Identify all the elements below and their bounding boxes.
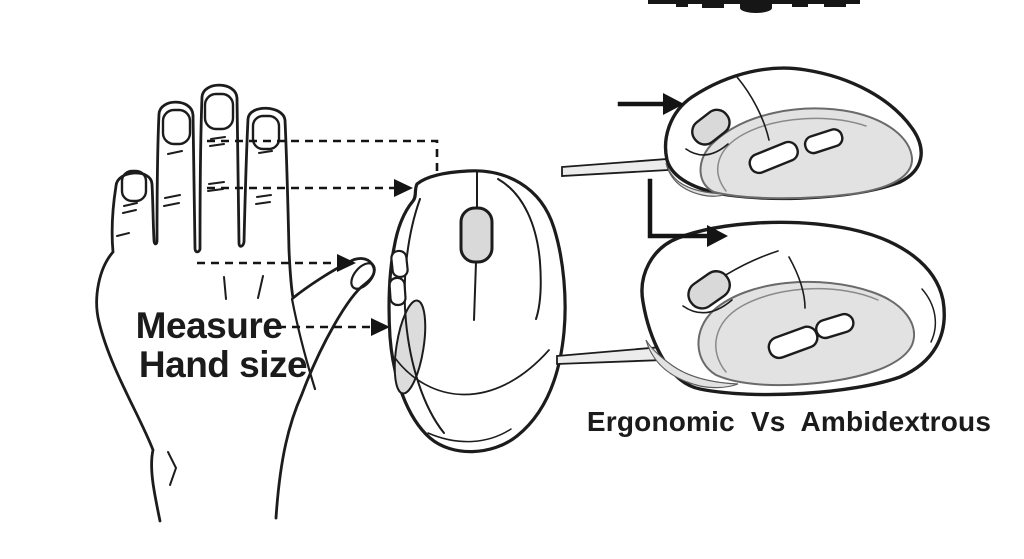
cropped-text-remnant (648, 0, 860, 13)
mouse-ergonomic (561, 66, 923, 200)
mouse-cable-bottom (556, 346, 666, 365)
thumb-nail (350, 262, 376, 290)
mouse-cable-top (561, 158, 669, 177)
measurement-guides (197, 139, 439, 383)
elbow-right-arrow-shaft (647, 178, 711, 239)
mouse-top-body (387, 169, 567, 454)
side-button-2 (388, 276, 407, 307)
ambidextrous-wheel-notch (682, 299, 733, 314)
measure-label-line2: Hand size (139, 344, 307, 385)
ambidextrous-back-seam (921, 288, 937, 343)
ambidextrous-side-button-2 (815, 312, 855, 340)
measure-arrowhead-3 (337, 254, 356, 272)
text-labels: Measure Hand size Ergonomic Vs Ambidextr… (136, 305, 991, 437)
wrist-crease-line (167, 451, 178, 486)
ambidextrous-panel-seam (715, 287, 879, 373)
ergonomic-scroll-wheel (691, 108, 731, 146)
right-button-seam (497, 178, 542, 320)
scroll-wheel (459, 206, 494, 264)
ring-nail (161, 108, 192, 146)
ergonomic-button-seam (736, 76, 770, 141)
comparison-label: Ergonomic Vs Ambidextrous (587, 406, 991, 437)
center-seam (473, 171, 478, 321)
mouse-ambidextrous (556, 220, 946, 397)
ambidextrous-scroll-wheel (687, 270, 731, 310)
ergonomic-side-button-2 (803, 128, 844, 155)
solid-right-arrow-head (663, 93, 684, 115)
cropped-bar (648, 0, 860, 13)
hand (95, 83, 376, 523)
measure-arrowhead-4 (371, 318, 390, 336)
knuckle-lines (116, 136, 273, 300)
pinky-nail (120, 169, 148, 203)
measure-corner-dashed-line (207, 139, 439, 383)
bottom-seam (427, 428, 512, 443)
thumb-crease-line (290, 297, 317, 391)
measure-label-line1: Measure (136, 305, 283, 346)
pointer-arrows (617, 93, 728, 247)
elbow-right-arrow-head (707, 225, 728, 247)
measure-arrowhead-2 (394, 179, 413, 197)
side-button-1 (390, 249, 409, 279)
left-grip-seam (403, 198, 445, 434)
ambidextrous-front-lip (645, 339, 739, 389)
ergonomic-side-button-1 (748, 140, 799, 175)
palm-rest-seam (394, 349, 550, 396)
mouse-top-view (387, 169, 567, 454)
index-nail (251, 114, 281, 151)
hand-outline (95, 83, 376, 523)
middle-nail (203, 92, 235, 131)
ergonomic-wheel-notch (685, 143, 729, 156)
ergonomic-panel-seam (717, 117, 867, 192)
